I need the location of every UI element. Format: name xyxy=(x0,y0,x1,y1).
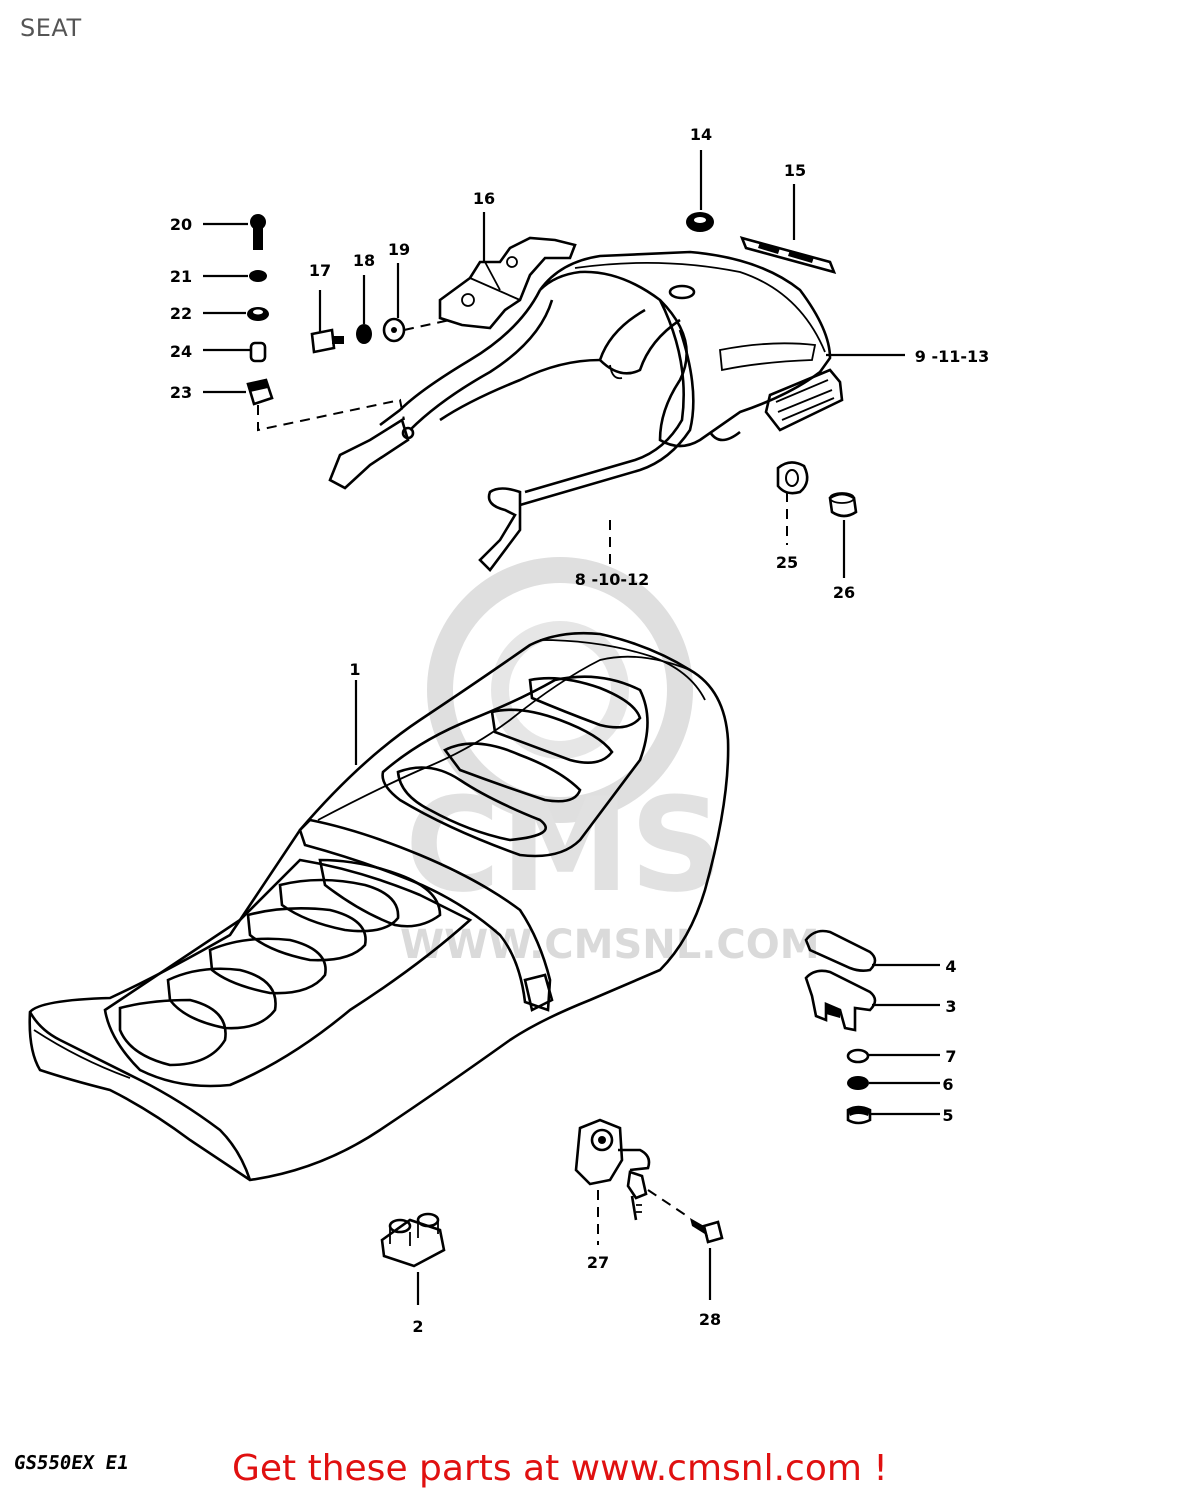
emblem-15 xyxy=(739,236,837,274)
watermark-logo: CMS WWW.CMSNL.COM xyxy=(400,557,820,968)
callout-26: 26 xyxy=(833,583,855,602)
bracket-4 xyxy=(804,929,877,972)
callout-15: 15 xyxy=(784,161,806,180)
hook-3 xyxy=(804,969,877,1032)
grommet-25 xyxy=(776,461,809,495)
nut-19 xyxy=(382,317,406,343)
callout-20: 20 xyxy=(170,215,192,234)
bolt-20 xyxy=(250,214,266,250)
spacer-24 xyxy=(249,341,267,363)
callout-27: 27 xyxy=(587,1253,609,1272)
screw-28 xyxy=(690,1218,724,1244)
callout-19: 19 xyxy=(388,240,410,259)
cushion-23 xyxy=(246,378,274,406)
callout-8-10-12: 8 -10-12 xyxy=(575,570,650,589)
callout-16: 16 xyxy=(473,189,495,208)
callout-5: 5 xyxy=(942,1106,953,1125)
watermark-text: WWW.CMSNL.COM xyxy=(400,922,820,968)
cushion-26 xyxy=(828,492,858,518)
callout-14: 14 xyxy=(690,125,712,144)
seat-frame xyxy=(328,289,695,572)
seat-tail-cowl xyxy=(538,250,844,448)
seat-lock-27 xyxy=(574,1118,651,1221)
callout-4: 4 xyxy=(945,957,956,976)
callout-18: 18 xyxy=(353,251,375,270)
washer-7 xyxy=(846,1048,870,1064)
callout-21: 21 xyxy=(170,267,192,286)
damper-2 xyxy=(380,1212,446,1268)
callout-3: 3 xyxy=(945,997,956,1016)
watermark-cms: CMS xyxy=(405,769,723,921)
callout-25: 25 xyxy=(776,553,798,572)
cmsnl-parts-link[interactable]: Get these parts at www.cmsnl.com ! xyxy=(232,1448,888,1489)
callout-1: 1 xyxy=(349,660,360,679)
callout-7: 7 xyxy=(945,1047,956,1066)
model-code: GS550EX E1 xyxy=(12,1452,130,1474)
leader-lines xyxy=(203,150,940,1305)
callout-23: 23 xyxy=(170,383,192,402)
callout-6: 6 xyxy=(942,1075,953,1094)
washer-21 xyxy=(249,270,267,282)
page-title: SEAT xyxy=(20,14,82,42)
cushion-5 xyxy=(846,1105,872,1125)
callout-17: 17 xyxy=(309,261,331,280)
washer-18 xyxy=(356,324,372,344)
callout-22: 22 xyxy=(170,304,192,323)
seat-assembly xyxy=(28,631,730,1182)
callout-2: 2 xyxy=(412,1317,423,1336)
bolt-17 xyxy=(310,328,344,354)
callout-24: 24 xyxy=(170,342,192,361)
callout-labels: 1 2 3 4 5 6 7 8 -10-12 9 -11-13 14 15 16… xyxy=(170,125,989,1336)
nut-22 xyxy=(247,307,269,321)
latch-bracket-16 xyxy=(438,236,577,330)
nut-6 xyxy=(847,1076,869,1090)
grommet-14 xyxy=(686,212,714,232)
callout-9-11-13: 9 -11-13 xyxy=(915,347,990,366)
callout-28: 28 xyxy=(699,1310,721,1329)
